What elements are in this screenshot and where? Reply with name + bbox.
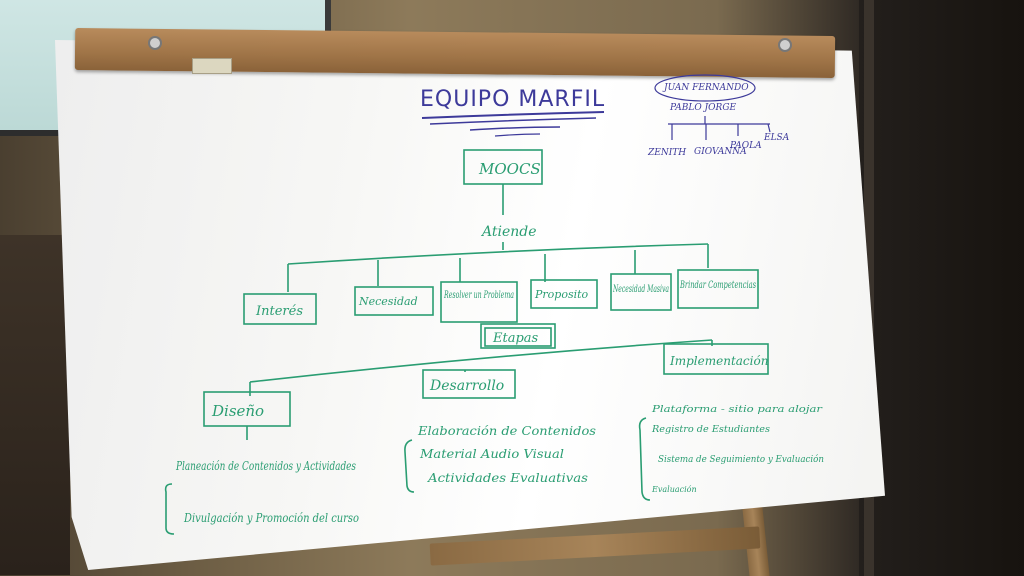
stage-3-item-2: Registro de Estudiantes <box>651 425 770 435</box>
stage-3-name: Implementación <box>669 354 768 368</box>
stage-2-item-3: Actividades Evaluativas <box>427 471 588 485</box>
stage-label: Etapas <box>492 331 539 346</box>
dark-cabinet <box>859 0 1024 576</box>
stage-1-item-2: Divulgación y Promoción del curso <box>183 511 359 525</box>
chart-title: EQUIPO MARFIL <box>420 87 605 112</box>
stage-2-item-1: Elaboración de Contenidos <box>417 424 596 438</box>
stage-2-name: Desarrollo <box>429 378 504 394</box>
team-second: PABLO JORGE <box>669 103 737 113</box>
stage-3-item-4: Evaluación <box>651 485 697 494</box>
connector-label: Atiende <box>480 224 537 240</box>
team-leader: JUAN FERNANDO <box>662 83 749 93</box>
bookshelf <box>0 235 70 575</box>
team-member-4: ELSA <box>763 133 790 143</box>
need-1: Interés <box>255 304 303 319</box>
clamp-screw-left <box>148 36 162 50</box>
root-node: MOOCS <box>478 160 541 178</box>
clamp-screw-right <box>778 38 792 52</box>
team-hierarchy: JUAN FERNANDO PABLO JORGE ZENITH GIOVANN… <box>647 74 790 158</box>
title-group: EQUIPO MARFIL <box>420 87 605 137</box>
flipchart-paper <box>55 40 885 570</box>
connector-lines <box>164 149 769 535</box>
team-member-2: GIOVANNA <box>694 147 747 157</box>
need-5: Necesidad Masiva <box>612 284 669 295</box>
need-6: Brindar Competencias <box>679 280 756 291</box>
need-2: Necesidad <box>358 295 418 308</box>
stage-3-item-3: Sistema de Seguimiento y Evaluación <box>658 454 824 465</box>
stage-3-item-1: Plataforma - sitio para alojar <box>651 405 823 415</box>
stage-2-item-2: Material Audio Visual <box>419 447 564 461</box>
need-3: Resolver un Problema <box>443 290 514 301</box>
team-member-3: PAOLA <box>729 141 762 151</box>
stage-1-name: Diseño <box>211 402 264 420</box>
need-4: Proposito <box>534 288 589 301</box>
diagram-text: MOOCS Atiende Interés Necesidad Resolver… <box>175 160 824 525</box>
team-member-1: ZENITH <box>647 148 686 158</box>
easel-label-sticker <box>192 58 232 74</box>
stage-1-item-1: Planeación de Contenidos y Actividades <box>175 459 356 473</box>
